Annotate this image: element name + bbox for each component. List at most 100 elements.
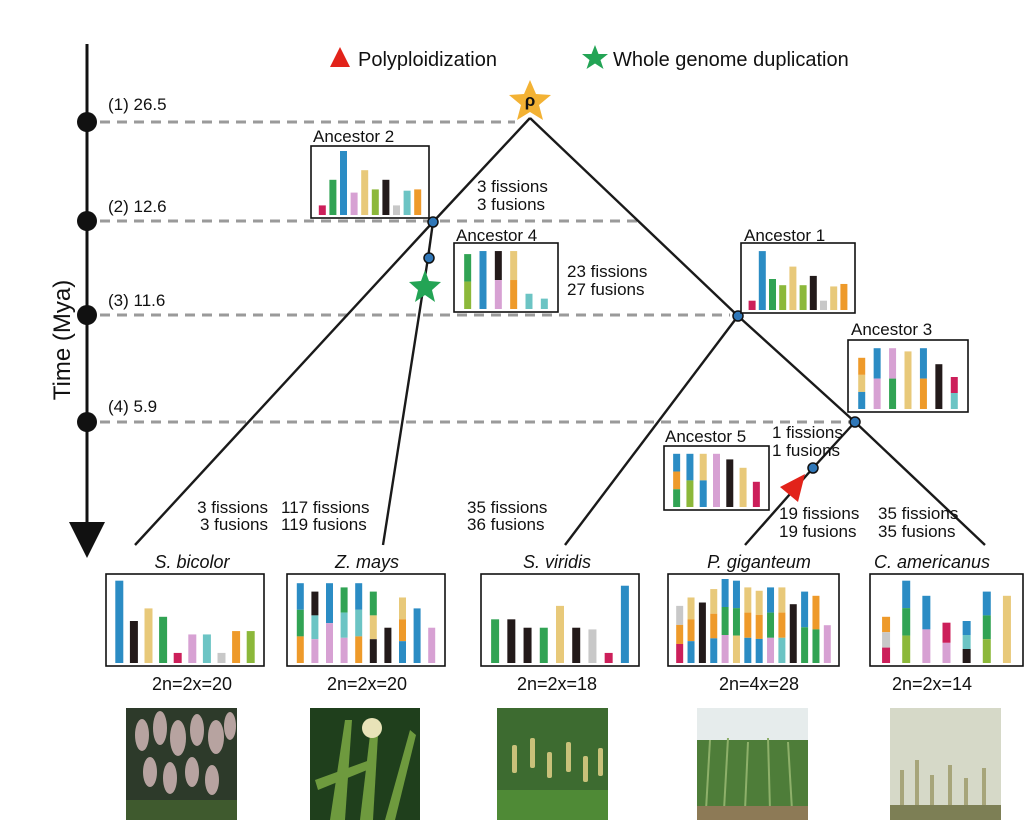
chromosome-segment: [604, 652, 613, 663]
chromosome-segment: [732, 580, 740, 609]
chromosome-segment: [699, 453, 707, 481]
time-tick-1: (1) 26.5: [108, 95, 167, 114]
chromosome-segment: [173, 652, 182, 663]
chromosome-segment: [464, 254, 472, 282]
photo-sviridis: [497, 708, 608, 820]
event-sbicolor-fissions: 3 fissions: [197, 498, 268, 517]
chromosome-segment: [779, 285, 787, 310]
species-name-pgiganteum: P. giganteum: [707, 552, 811, 572]
event-root-fissions: 3 fissions: [477, 177, 548, 196]
sbicolor-karyotype-box: [105, 573, 265, 667]
chromosome-segment: [922, 595, 931, 630]
chromosome-segment: [384, 627, 392, 663]
node-ancestor4: [423, 252, 435, 264]
chromosome-segment: [494, 251, 502, 281]
event-a5-fissions: 1 fissions: [772, 423, 843, 442]
chromosome-segment: [726, 459, 734, 507]
chromosome-segment: [950, 377, 958, 393]
pgiganteum-karyotype-box: [667, 573, 840, 667]
chromosome-segment: [820, 300, 827, 310]
legend: Polyploidization Whole genome duplicatio…: [330, 45, 849, 71]
ancestor3-label: Ancestor 3: [851, 320, 932, 339]
chromosome-segment: [919, 378, 927, 409]
chromosome-segment: [748, 300, 756, 310]
chromosome-segment: [801, 591, 809, 628]
species-name-camericanus: C. americanus: [874, 552, 990, 572]
chromosome-segment: [858, 391, 866, 409]
chromosome-segment: [525, 293, 533, 309]
chromosome-segment: [686, 453, 694, 481]
chromosome-segment: [340, 587, 348, 613]
chromosome-segment: [982, 639, 991, 663]
chromosome-segment: [744, 587, 752, 613]
chromosome-segment: [355, 583, 363, 610]
chromosome-segment: [758, 251, 766, 310]
ancestor5-karyotype-box: [663, 445, 770, 511]
chromosome-segment: [403, 190, 411, 215]
node-ancestor5: [807, 462, 819, 474]
event-pgiganteum-fusions: 19 fusions: [779, 522, 857, 541]
chromosome-segment: [507, 619, 516, 663]
chromosome-segment: [721, 635, 729, 663]
chromosome-segment: [789, 266, 797, 310]
time-point-2: [77, 211, 97, 231]
chromosome-segment: [479, 251, 487, 309]
chromosome-segment: [371, 189, 379, 215]
chromosome-segment: [311, 591, 319, 616]
time-axis-label: Time (Mya): [49, 280, 76, 400]
chromosome-segment: [491, 619, 500, 663]
karyotype-sbicolor: 2n=2x=20: [152, 674, 232, 694]
chromosome-segment: [115, 580, 124, 663]
chromosome-segment: [809, 275, 817, 310]
chromosome-segment: [399, 619, 406, 642]
polyploidization-legend-icon: [330, 47, 350, 67]
chromosome-segment: [962, 635, 971, 649]
chromosome-segment: [296, 583, 304, 610]
chromosome-segment: [840, 283, 848, 310]
chromosome-segment: [812, 629, 820, 663]
event-sbicolor-fusions: 3 fusions: [200, 515, 268, 534]
chromosome-segment: [801, 627, 809, 663]
chromosome-segment: [413, 608, 421, 663]
chromosome-segment: [676, 605, 684, 625]
chromosome-segment: [217, 652, 226, 663]
chromosome-segment: [393, 205, 400, 215]
chromosome-segment: [673, 471, 681, 490]
event-pgiganteum-fissions: 19 fissions: [779, 504, 859, 523]
chromosome-segment: [340, 151, 347, 215]
chromosome-segment: [523, 627, 532, 663]
time-tick-2: (2) 12.6: [108, 197, 167, 216]
chromosome-segment: [882, 632, 891, 648]
karyotype-boxes: [105, 145, 1024, 667]
chromosome-segment: [904, 351, 912, 409]
event-camericanus-fissions: 35 fissions: [878, 504, 958, 523]
chromosome-segment: [369, 591, 377, 616]
chromosome-segment: [296, 609, 304, 637]
chromosome-segment: [510, 251, 518, 281]
time-point-1: [77, 112, 97, 132]
chromosome-segment: [902, 635, 911, 663]
chromosome-segment: [428, 627, 436, 663]
polyploidization-triangle-icon: [780, 474, 805, 502]
event-a4-fissions: 23 fissions: [567, 262, 647, 281]
ancestor2-label: Ancestor 2: [313, 127, 394, 146]
root-star-icon: [509, 80, 551, 120]
ancestor5-label: Ancestor 5: [665, 427, 746, 446]
branch-a2-zmays-top: [426, 221, 435, 259]
chromosome-segment: [755, 614, 763, 639]
chromosome-segment: [1002, 595, 1011, 663]
chromosome-segment: [982, 615, 991, 640]
chromosome-segment: [246, 631, 255, 663]
ancestor1-label: Ancestor 1: [744, 226, 825, 245]
chromosome-segment: [919, 348, 927, 379]
tree-nodes: [423, 216, 861, 474]
species-name-zmays: Z. mays: [334, 552, 399, 572]
chromosome-segment: [355, 609, 363, 637]
chromosome-segment: [942, 642, 951, 663]
chromosome-segment: [311, 615, 319, 640]
node-ancestor2: [427, 216, 439, 228]
event-a5-fusions: 1 fusions: [772, 441, 840, 460]
event-camericanus-fusions: 35 fusions: [878, 522, 956, 541]
chromosome-segment: [882, 616, 891, 633]
